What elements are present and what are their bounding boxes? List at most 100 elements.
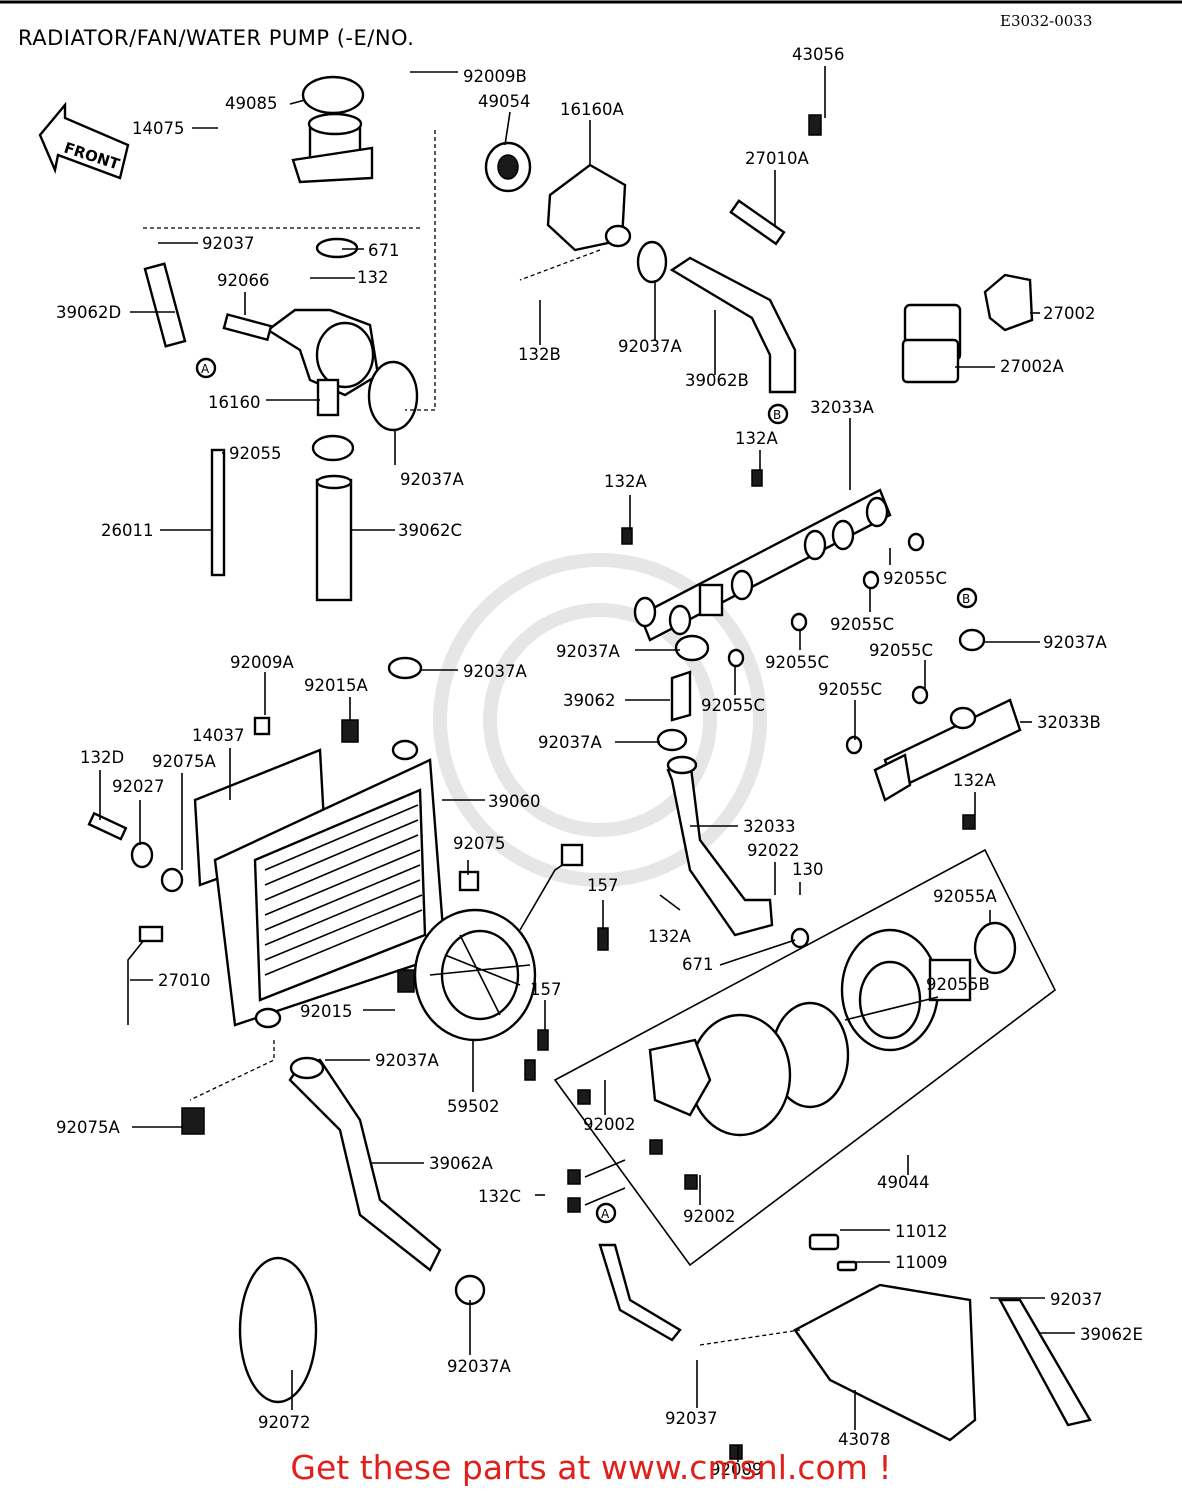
part-label[interactable]: 132C [478, 1187, 521, 1206]
part-label[interactable]: 32033 [743, 817, 796, 836]
part-label[interactable]: 92009B [463, 67, 527, 86]
part-label[interactable]: 92066 [217, 271, 270, 290]
connector-markers: A B B A [195, 357, 978, 1224]
part-label[interactable]: 671 [682, 955, 714, 974]
part-label[interactable]: 49054 [478, 92, 531, 111]
part-label[interactable]: 92075A [56, 1118, 120, 1137]
part-label[interactable]: 92055 [229, 444, 282, 463]
part-label[interactable]: 92075A [152, 752, 216, 771]
marker-a: A [201, 362, 210, 376]
part-label[interactable]: 16160A [560, 100, 624, 119]
part-label[interactable]: 39062 [563, 691, 616, 710]
part-label[interactable]: 92075 [453, 834, 506, 853]
part-label[interactable]: 11009 [895, 1253, 948, 1272]
part-label[interactable]: 39062D [56, 303, 121, 322]
part-label[interactable]: 157 [587, 876, 619, 895]
marker-a: A [601, 1207, 610, 1221]
part-label[interactable]: 92037A [375, 1051, 439, 1070]
part-label[interactable]: 27010A [745, 149, 809, 168]
part-label[interactable]: 132A [604, 472, 647, 491]
water-pump-group [553, 848, 1057, 1267]
marker-b: B [773, 408, 781, 422]
thermostat-housing-group [143, 75, 822, 602]
upper-hoses-switches [636, 240, 1034, 394]
leader-line [844, 996, 939, 1021]
part-label[interactable]: 92037 [665, 1409, 718, 1428]
part-label[interactable]: 92055C [765, 653, 829, 672]
part-label[interactable]: 92037A [447, 1357, 511, 1376]
part-label[interactable]: 92037A [1043, 633, 1107, 652]
pipe-32033a [621, 469, 892, 642]
part-label[interactable]: 92015A [304, 676, 368, 695]
part-label[interactable]: 92009A [230, 653, 294, 672]
part-label[interactable]: 59502 [447, 1097, 500, 1116]
part-label[interactable]: 92055C [818, 680, 882, 699]
fan-assembly [413, 843, 609, 1081]
part-label[interactable]: 32033A [810, 398, 874, 417]
part-label[interactable]: 27002 [1043, 304, 1096, 323]
leader-line [504, 111, 511, 146]
part-label[interactable]: 39062B [685, 371, 749, 390]
part-label[interactable]: 32033B [1037, 713, 1101, 732]
part-label[interactable]: 92009 [710, 1460, 763, 1479]
part-label[interactable]: 132 [357, 268, 389, 287]
hoses-middle [666, 670, 810, 949]
part-label[interactable]: 92055C [701, 696, 765, 715]
part-label[interactable]: 92055A [933, 887, 997, 906]
leader-line [659, 894, 681, 911]
part-label[interactable]: 92037A [400, 470, 464, 489]
part-label[interactable]: 92022 [747, 841, 800, 860]
part-label[interactable]: 26011 [101, 521, 154, 540]
part-label[interactable]: 92037A [618, 337, 682, 356]
o-rings-clamps [387, 532, 986, 755]
watermark [433, 553, 767, 887]
part-label[interactable]: 39060 [488, 792, 541, 811]
part-label[interactable]: 27002A [1000, 357, 1064, 376]
part-label[interactable]: 39062C [398, 521, 462, 540]
part-label[interactable]: 92002 [683, 1207, 736, 1226]
part-label[interactable]: 27010 [158, 971, 211, 990]
part-label[interactable]: 132A [648, 927, 691, 946]
part-label[interactable]: 92037 [202, 234, 255, 253]
reserve-tank [729, 1233, 1092, 1460]
leader-line [719, 939, 796, 966]
part-label[interactable]: 49044 [877, 1173, 930, 1192]
part-label[interactable]: 92037 [1050, 1290, 1103, 1309]
part-label[interactable]: 92015 [300, 1002, 353, 1021]
part-label[interactable]: 671 [368, 241, 400, 260]
part-label[interactable]: 130 [792, 860, 824, 879]
footer-link[interactable]: Get these parts at www.cmsnl.com ! [290, 1448, 892, 1487]
part-label[interactable]: 157 [530, 980, 562, 999]
part-label[interactable]: 39062E [1080, 1325, 1143, 1344]
diagram-title: RADIATOR/FAN/WATER PUMP (-E/NO. [18, 26, 415, 50]
part-label[interactable]: 92072 [258, 1413, 311, 1432]
part-label[interactable]: 43078 [838, 1430, 891, 1449]
part-label[interactable]: 92027 [112, 777, 165, 796]
part-label[interactable]: 132B [518, 345, 561, 364]
part-label[interactable]: 92002 [583, 1115, 636, 1134]
front-arrow-icon: FRONT [38, 101, 130, 180]
part-label[interactable]: 92055B [926, 975, 990, 994]
part-label[interactable]: 14037 [192, 726, 245, 745]
part-label[interactable]: 16160 [208, 393, 261, 412]
guide-lines [143, 130, 801, 1346]
radiator [87, 716, 480, 1029]
part-label[interactable]: 92055C [830, 615, 894, 634]
part-label[interactable]: 39062A [429, 1154, 493, 1173]
part-label[interactable]: 132A [953, 771, 996, 790]
part-label[interactable]: 92037A [463, 662, 527, 681]
part-label[interactable]: 11012 [895, 1222, 948, 1241]
part-label[interactable]: 49085 [225, 94, 278, 113]
part-label[interactable]: 14075 [132, 119, 185, 138]
part-label[interactable]: 132D [80, 748, 124, 767]
part-label[interactable]: 92037A [556, 642, 620, 661]
part-label[interactable]: 92055C [869, 641, 933, 660]
part-label[interactable]: 132A [735, 429, 778, 448]
pipe-32033b [873, 698, 1022, 830]
part-label[interactable]: 92037A [538, 733, 602, 752]
part-label[interactable]: 43056 [792, 45, 845, 64]
lower-hoses [181, 1040, 682, 1404]
part-label[interactable]: 92055C [883, 569, 947, 588]
